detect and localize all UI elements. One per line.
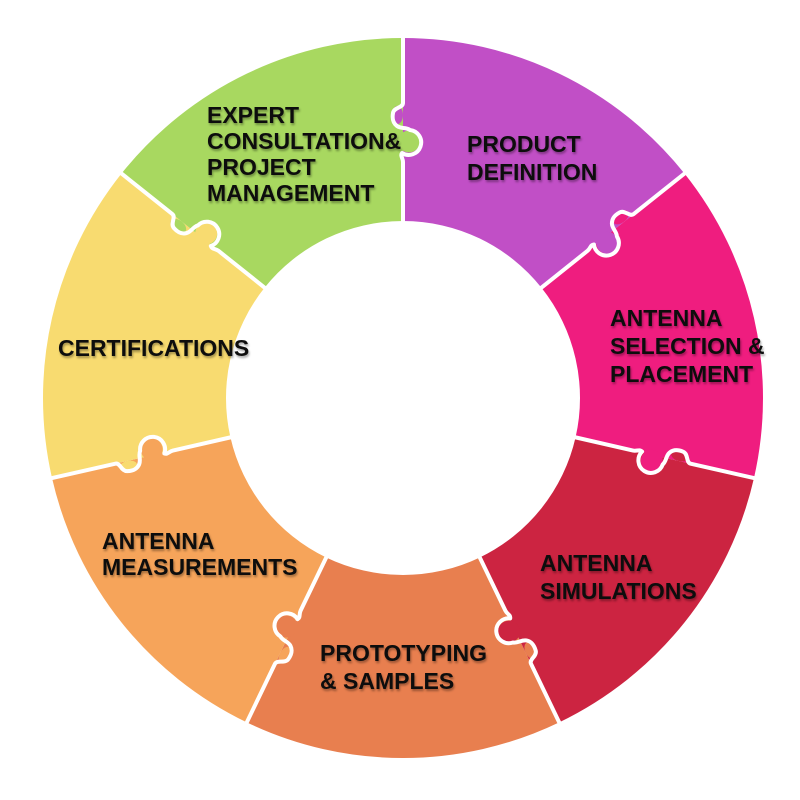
puzzle-connector: [477, 555, 562, 725]
label-certifications: CERTIFICATIONS: [58, 335, 249, 361]
connector-head: [640, 449, 663, 472]
connector-head: [596, 231, 619, 254]
label-antenna-measurements: ANTENNA MEASUREMENTS: [102, 528, 298, 580]
connector-divider-line: [390, 36, 424, 223]
connector-head: [195, 222, 218, 245]
segment-certifications: [42, 173, 265, 479]
label-product-definition: PRODUCT DEFINITION: [467, 130, 597, 186]
connector-head: [275, 615, 298, 638]
puzzle-connector: [573, 435, 756, 481]
label-line: & SAMPLES: [320, 668, 455, 694]
label-line: EXPERT: [207, 102, 300, 128]
label-antenna-simulations: ANTENNA SIMULATIONS: [540, 549, 697, 605]
label-line: MANAGEMENT: [207, 180, 375, 206]
label-line: ANTENNA: [540, 550, 653, 576]
connector-divider-line: [477, 555, 562, 725]
segment-expert-consultation-project-management: [121, 38, 404, 288]
connector-head: [140, 438, 163, 461]
label-line: ANTENNA: [102, 528, 215, 554]
label-line: PLACEMENT: [610, 361, 754, 387]
puzzle-connector: [244, 555, 329, 725]
connector-divider-line: [244, 555, 329, 725]
label-antenna-selection-placement: ANTENNA SELECTION & PLACEMENT: [610, 304, 765, 388]
puzzle-connector: [390, 36, 424, 223]
label-line: CONSULTATION&: [207, 128, 402, 154]
label-prototyping-samples: PROTOTYPING & SAMPLES: [320, 639, 487, 695]
connector-head: [497, 620, 520, 643]
label-expert-consultation-project-management: EXPERT CONSULTATION& PROJECT MANAGEMENT: [207, 102, 401, 206]
connector-divider-line: [539, 171, 687, 290]
puzzle-connector: [539, 171, 687, 290]
segment-prototyping-samples: [246, 557, 560, 758]
segment-antenna-measurements: [52, 437, 327, 723]
label-line: PROTOTYPING: [320, 640, 487, 666]
label-line: CERTIFICATIONS: [58, 335, 250, 361]
label-line: SELECTION &: [610, 333, 765, 359]
connector-divider-line: [50, 434, 233, 481]
label-line: PROJECT: [207, 154, 316, 180]
label-line: PRODUCT: [467, 131, 581, 157]
connector-divider-line: [119, 171, 267, 290]
label-line: ANTENNA: [610, 305, 723, 331]
segment-antenna-simulations: [479, 437, 754, 723]
connector-divider-line: [573, 435, 756, 481]
puzzle-connector: [50, 434, 233, 481]
connector-head: [398, 130, 420, 153]
label-line: SIMULATIONS: [540, 578, 697, 604]
label-line: MEASUREMENTS: [102, 554, 298, 580]
puzzle-connector: [119, 171, 267, 290]
label-line: DEFINITION: [467, 159, 598, 185]
